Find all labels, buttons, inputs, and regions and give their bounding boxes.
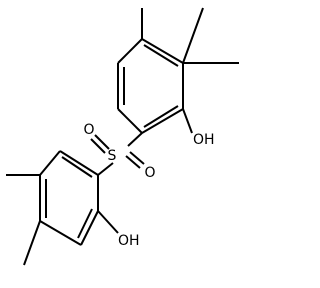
upper-ring-bond [117,108,143,134]
lower-ring-double-bond [61,156,93,178]
lower-ring-substituents [6,174,119,266]
sulfur-oxygen-double-bond [129,151,145,165]
upper-ring [117,38,184,134]
hydroxyl-bond [182,108,193,134]
sulfur-oxygen-double-bond [94,134,110,150]
sulfur-carbon-bond [127,132,143,147]
lower-ring-bond [39,220,82,246]
hydroxyl-label: OH [118,233,140,249]
sulfur-oxygen-double-bond [125,155,141,169]
upper-ring-bond [141,108,184,134]
lower-ring-bond [39,150,61,176]
methyl-bond [182,7,204,64]
sulfur-carbon-bond [97,162,114,176]
hydroxyl-label: OH [193,132,215,148]
upper-ring-substituents [141,7,239,134]
methyl-bond [23,220,41,266]
upper-ring-double-bond [143,44,179,67]
oxygen-atom-label: O [83,122,94,138]
molecule-structure: S O O OH OH [6,7,239,266]
upper-ring-double-bond [143,105,179,128]
lower-ring-bond [59,150,99,176]
upper-ring-bond [117,38,143,64]
lower-ring-double-bond [77,208,93,239]
hydroxyl-bond [97,210,119,234]
lower-ring-bond [80,210,99,246]
oxygen-atom-label: O [144,165,155,181]
sulfur-atom-label: S [108,148,117,164]
lower-ring [39,150,99,246]
upper-ring-bond [141,38,184,64]
sulfur-oxygen-double-bond [90,138,106,154]
sulfonyl-group [90,132,145,176]
